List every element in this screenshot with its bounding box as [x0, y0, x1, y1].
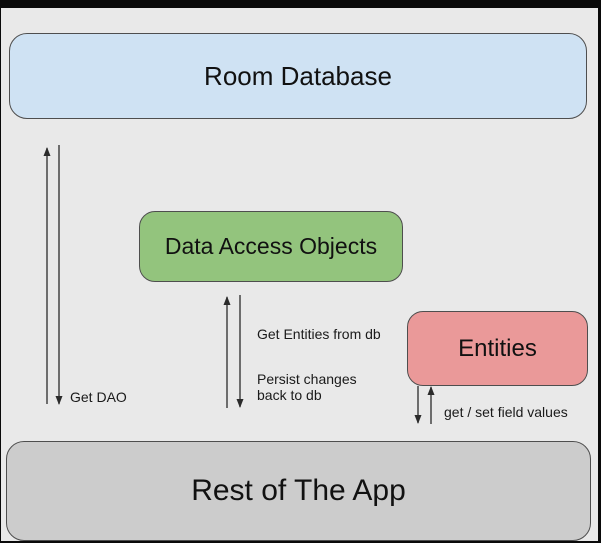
node-rest-of-app-label: Rest of The App — [191, 474, 406, 507]
diagram-canvas: Room Database Data Access Objects Entiti… — [1, 8, 598, 541]
edge-label-get-set-field-values: get / set field values — [444, 404, 568, 420]
node-data-access-objects-label: Data Access Objects — [164, 233, 378, 259]
node-room-database: Room Database — [9, 33, 587, 119]
node-room-database-label: Room Database — [204, 60, 392, 91]
edge-label-persist-changes-back-to-db: Persist changes back to db — [257, 371, 357, 404]
node-entities-label: Entities — [458, 334, 537, 362]
node-data-access-objects: Data Access Objects — [139, 211, 403, 282]
edge-label-get-dao: Get DAO — [70, 389, 127, 405]
node-rest-of-app: Rest of The App — [6, 441, 591, 541]
edge-label-get-entities-from-db: Get Entities from db — [257, 326, 381, 342]
node-entities: Entities — [407, 311, 588, 386]
